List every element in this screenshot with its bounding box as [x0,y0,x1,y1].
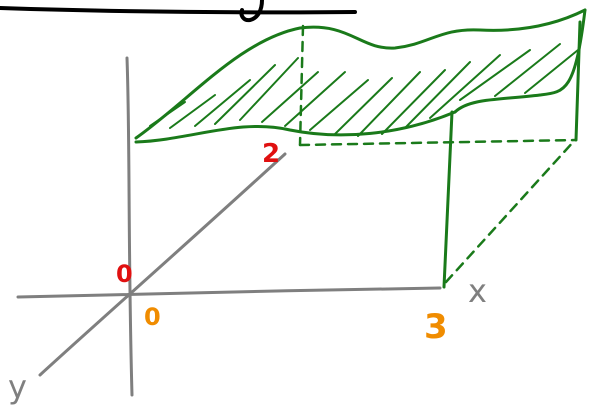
surface-hatching [149,43,579,137]
top-scribble [0,0,357,23]
labels: 2 0 0 3 x y [8,139,487,406]
floor-diagonal-dashed [444,138,577,284]
y-axis-label: y [8,368,27,406]
box-back-right-edge [574,20,582,142]
surface-right-edge [453,8,587,114]
y-origin-label: 0 [116,260,133,288]
hidden-edges [298,24,578,284]
y-axis [38,152,287,377]
axes [16,56,442,397]
surface-region [134,8,587,289]
y-end-label: 2 [262,139,280,169]
vertical-axis [125,56,134,397]
x-axis-label: x [468,272,487,310]
back-bottom-dashed [298,138,578,147]
surface-top-edge [134,8,587,140]
x-origin-label: 0 [144,303,161,331]
x-axis [16,286,442,299]
box-front-right-edge [442,110,454,289]
back-vertical-dashed [298,24,305,147]
x-end-label: 3 [424,307,448,347]
